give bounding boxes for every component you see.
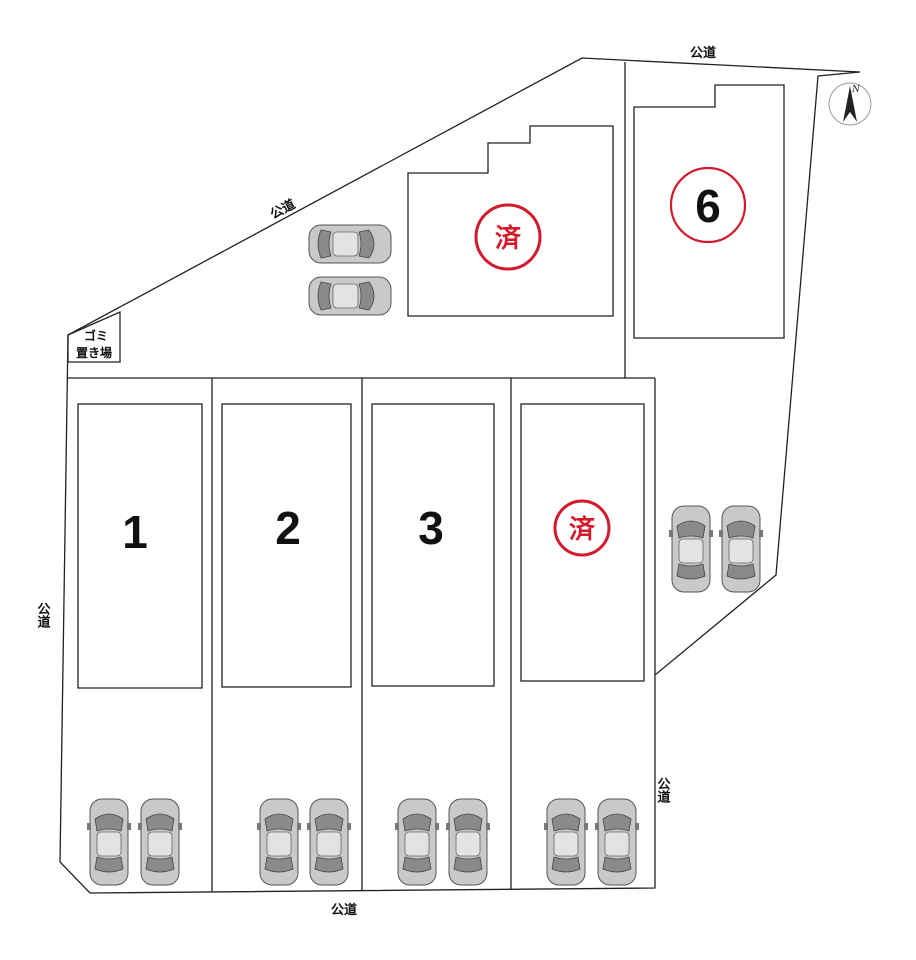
car-icon — [86, 798, 132, 886]
lot-6-badge: 6 — [669, 166, 747, 244]
road-label-right: 公道 — [655, 777, 671, 804]
lot-1-number: 1 — [122, 506, 148, 558]
lot-4-sold-text: 済 — [569, 514, 596, 545]
car-icon — [308, 276, 392, 316]
lot-3-house — [371, 403, 495, 687]
lot-5-sold-badge: 済 — [474, 203, 542, 271]
car-icon — [718, 505, 764, 593]
lot-1-house — [77, 403, 203, 689]
car-icon — [543, 798, 589, 886]
car-icon — [256, 798, 302, 886]
car-icon — [306, 798, 352, 886]
garbage-area-label-2: 置き場 — [76, 345, 112, 360]
car-icon — [308, 224, 392, 264]
north-arrow-icon: N — [828, 82, 872, 126]
svg-text:公道: 公道 — [35, 602, 51, 629]
site-outline — [59, 57, 861, 894]
lot-4-sold-badge: 済 — [553, 499, 611, 557]
garbage-area-label-1: ゴミ — [84, 328, 108, 343]
car-icon — [137, 798, 183, 886]
lot-5-sold-text: 済 — [495, 223, 522, 254]
road-label-left: 公道 — [35, 602, 51, 629]
car-icon — [668, 505, 714, 593]
compass-north-label: N — [851, 85, 861, 95]
garbage-area: ゴミ 置き場 — [67, 311, 121, 363]
car-icon — [594, 798, 640, 886]
road-label-top: 公道 — [690, 45, 716, 61]
lot-3-number: 3 — [418, 502, 444, 554]
lot-6-number: 6 — [695, 180, 721, 232]
car-icon — [445, 798, 491, 886]
road-label-bottom: 公道 — [331, 902, 357, 918]
lot-2-house — [221, 403, 352, 688]
svg-text:公道: 公道 — [655, 777, 671, 804]
lot-2-number: 2 — [275, 502, 301, 554]
car-icon — [394, 798, 440, 886]
